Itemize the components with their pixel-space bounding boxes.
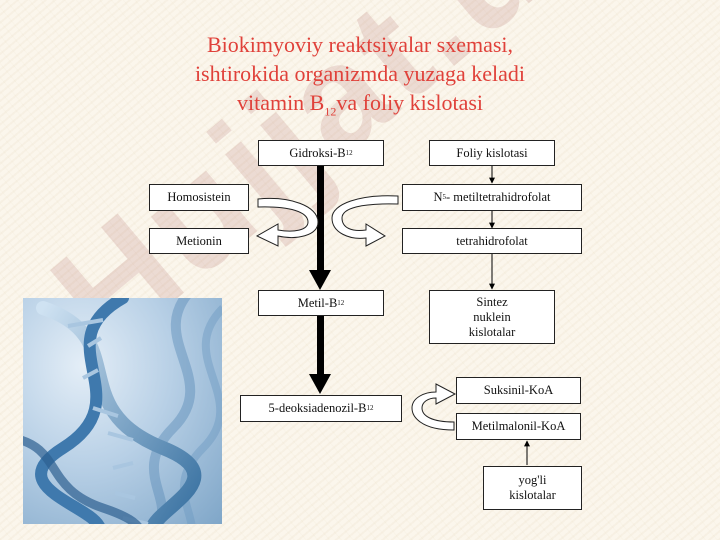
metil-label: Metil-B	[297, 295, 338, 310]
cycle-arrow-icon	[331, 195, 399, 247]
box-sintez-nuklein-kislotalar: Sintez nuklein kislotalar	[429, 290, 555, 344]
yogli-line-1: yog'li	[518, 473, 547, 487]
dna-helix-image	[23, 298, 222, 524]
title-line-3-pre: vitamin B	[236, 90, 325, 115]
deoksi-sub: 12	[366, 404, 374, 412]
yogli-line-2: kislotalar	[509, 488, 556, 502]
cycle-arrow-icon	[411, 383, 457, 431]
n5-label-post: - metiltetrahidrofolat	[446, 190, 551, 204]
sintez-line-1: Sintez	[476, 294, 508, 309]
dna-helix-drawing	[23, 298, 222, 524]
deoksi-label: 5-deoksiadenozil-B	[268, 401, 367, 415]
title-line-2: ishtirokida organizmda yuzaga keladi	[194, 61, 526, 86]
title-line-3: vitamin B12va foliy kislotasi	[120, 88, 600, 126]
tetrahidrofolat-label: tetrahidrofolat	[456, 233, 528, 248]
gidroksi-label: Gidroksi-B	[289, 145, 346, 160]
box-homosistein: Homosistein	[149, 184, 249, 211]
helix-front	[23, 436, 142, 524]
title-line-1: Biokimyoviy reaktsiyalar sxemasi,	[206, 32, 514, 57]
cycle-arrow-icon	[255, 197, 319, 247]
box-foliy-kislotasi: Foliy kislotasi	[429, 140, 555, 166]
metionin-label: Metionin	[176, 233, 222, 248]
box-metilmalonil-koa: Metilmalonil-KoA	[456, 413, 581, 440]
homosistein-label: Homosistein	[167, 190, 231, 204]
sintez-line-3: kislotalar	[468, 324, 516, 339]
sintez-line-2: nuklein	[473, 309, 511, 324]
title-line-3-post: va foliy kislotasi	[336, 90, 484, 115]
metil-sub: 12	[337, 298, 345, 307]
page-title: Biokimyoviy reaktsiyalar sxemasi, ishtir…	[120, 30, 600, 126]
gidroksi-sub: 12	[345, 148, 353, 157]
thick-arrow-metil-to-deoksi	[309, 316, 331, 394]
n5-label-pre: N	[433, 190, 443, 204]
foliy-label: Foliy kislotasi	[456, 145, 528, 160]
box-metionin: Metionin	[149, 228, 249, 254]
box-yogli-kislotalar: yog'li kislotalar	[483, 466, 582, 510]
suksinil-label: Suksinil-KoA	[483, 383, 554, 397]
box-tetrahidrofolat: tetrahidrofolat	[402, 228, 582, 254]
box-suksinil-koa: Suksinil-KoA	[456, 377, 581, 404]
thick-arrow-gidroksi-to-metil	[309, 166, 331, 290]
n5-sub: 5	[442, 193, 447, 201]
metilmalonil-label: Metilmalonil-KoA	[471, 419, 566, 433]
title-line-3-sub: 12	[324, 104, 337, 119]
